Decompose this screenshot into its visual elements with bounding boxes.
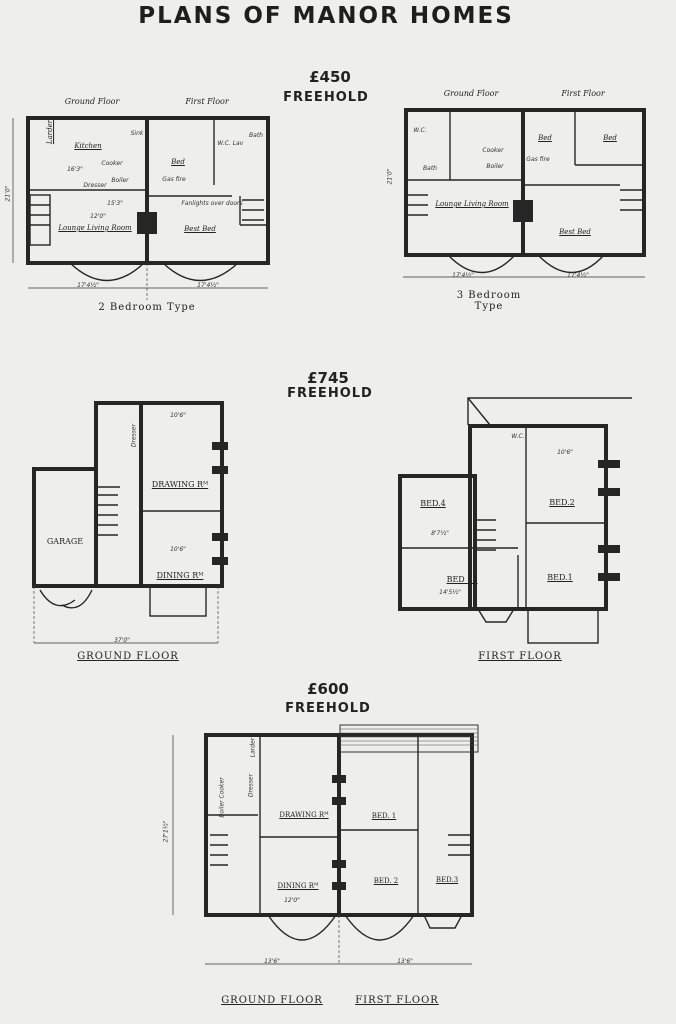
dim-left: 17'4½" [452, 272, 474, 279]
stairs [408, 189, 642, 216]
room-lav: Lav [232, 140, 244, 147]
room-bath: Bath [423, 165, 437, 172]
room-larder: Larder [46, 119, 55, 145]
dim-height: 21'0" [386, 168, 394, 185]
dim-dining: 10'6" [170, 546, 186, 553]
room-wc: W.C. [217, 140, 231, 147]
dim-dining: 12'0" [284, 897, 300, 904]
stairs [98, 494, 118, 536]
room-larder: Larder [249, 737, 257, 758]
room-kitchen: Kitchen [74, 142, 102, 150]
room-bed: Bed [171, 158, 185, 166]
ground-floor-label: Ground Floor [64, 97, 120, 106]
dim-bed3: 14'5½" [439, 589, 461, 596]
dim-lounge-w: 15'3" [107, 200, 123, 207]
price-600: £600 [307, 680, 349, 698]
first-floor-label: First Floor [561, 89, 605, 98]
gas-fire: Gas fire [162, 176, 186, 183]
room-wc: W.C. [413, 127, 427, 134]
caption-3-bedroom-1: 3 Bedroom [456, 290, 522, 301]
room-bath: Bath [249, 132, 263, 139]
room-cooker: Cooker [101, 160, 123, 167]
room-wc: W.C. [511, 433, 525, 440]
dim-bed2: 10'6" [557, 449, 573, 456]
room-drawing: DRAWING Rᴹ [279, 811, 329, 819]
dim-kitchen: 16'3" [67, 166, 83, 173]
stairs [474, 519, 496, 551]
tenure-600: FREEHOLD [285, 701, 371, 716]
room-bed2: BED. 2 [373, 877, 399, 885]
dim-height: 21'0" [4, 185, 12, 202]
first-floor-label: First Floor [185, 97, 229, 106]
price-450: £450 [309, 68, 351, 86]
dim-right: 17'4½" [567, 272, 589, 279]
dim-right: 13'6" [397, 958, 413, 965]
plan-745-first-floor [398, 397, 632, 644]
plan-600 [172, 724, 479, 965]
room-bed3: BED . 3 [446, 575, 478, 584]
caption-first-floor: FIRST FLOOR [478, 651, 562, 662]
room-bed: Bed [538, 134, 552, 142]
room-boiler: Boiler [486, 163, 504, 170]
price-745: £745 [307, 369, 349, 387]
room-bed1: BED. 1 [371, 812, 397, 820]
caption-2-bedroom: 2 Bedroom Type [98, 302, 196, 313]
room-garage: GARAGE [46, 537, 84, 546]
room-drawing: DRAWING Rᴹ [151, 480, 209, 489]
dim-width: 37'0" [114, 637, 130, 644]
stairs [210, 834, 470, 866]
room-lounge: Lounge Living Room [435, 200, 509, 208]
ground-floor-label: Ground Floor [443, 89, 499, 98]
room-bed: Bed [603, 134, 617, 142]
caption-ground-floor: GROUND FLOOR [77, 651, 179, 662]
caption-first-floor: FIRST FLOOR [355, 995, 439, 1006]
tenure-450: FREEHOLD [283, 90, 369, 105]
room-best-bed: Best Bed [184, 225, 216, 233]
plan-745-ground-floor [32, 401, 228, 644]
dim-bed4: 8'7½" [431, 530, 449, 537]
room-boiler: Boiler [111, 177, 129, 184]
caption-3-bedroom-2: Type [474, 301, 504, 312]
room-dining: DINING Rᴹ [277, 882, 319, 890]
fanlights-note: Fanlights over doors [181, 200, 243, 207]
dim-height: 27'1½" [162, 820, 170, 843]
gas-fire: Gas fire [526, 156, 550, 163]
dim-left: 17'4½" [77, 282, 99, 289]
caption-ground-floor: GROUND FLOOR [221, 995, 323, 1006]
room-bed4: BED.4 [420, 499, 446, 508]
room-dresser: Dresser [83, 182, 107, 189]
dim-lounge-d: 12'0" [90, 213, 106, 220]
room-sink: Sink [130, 130, 144, 137]
stairs [30, 199, 264, 226]
tenure-745: FREEHOLD [287, 386, 373, 401]
room-lounge: Lounge Living Room [58, 224, 132, 232]
room-dining: DINING Rᴹ [156, 571, 204, 580]
room-bed1: BED.1 [547, 573, 573, 582]
room-best-bed: Best Bed [559, 228, 591, 236]
dim-drawing: 10'6" [170, 412, 186, 419]
room-boiler-cooker: Boiler Cooker [218, 777, 226, 818]
page-title: PLANS OF MANOR HOMES [138, 3, 514, 29]
room-cooker: Cooker [482, 147, 504, 154]
plan-3-bedroom [403, 108, 646, 278]
room-bed3: BED.3 [435, 876, 459, 884]
room-dresser: Dresser [247, 773, 255, 798]
plan-2-bedroom [12, 116, 270, 300]
room-dresser: Dresser [130, 423, 138, 448]
dim-left: 13'6" [264, 958, 280, 965]
room-bed2: BED.2 [549, 498, 575, 507]
dim-right: 17'4½" [197, 282, 219, 289]
